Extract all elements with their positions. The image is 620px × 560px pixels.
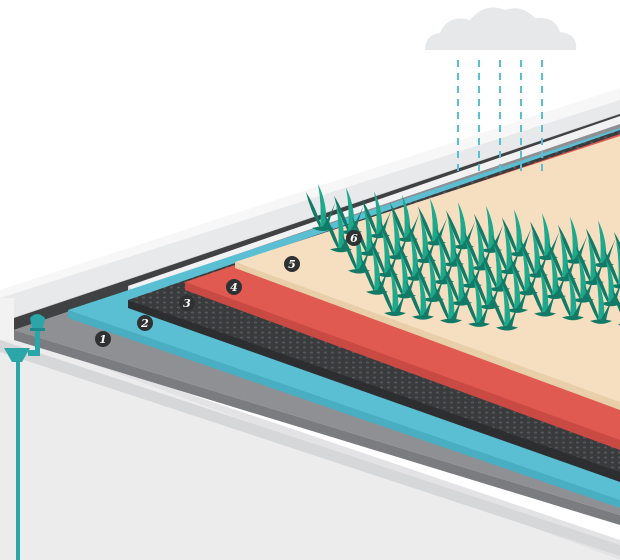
grass-icon: [388, 251, 420, 299]
rain-icon: [457, 60, 543, 171]
badge-number: 5: [288, 258, 296, 271]
filter-layer-edge: [185, 282, 620, 450]
grass-icon: [490, 283, 522, 331]
substrate-layer: [235, 136, 620, 408]
drain-pipe-icon: [4, 314, 45, 560]
grass-icon: [416, 255, 448, 302]
grass-icon: [406, 272, 438, 320]
grass-icon: [462, 279, 494, 327]
vegetation-layer: [306, 184, 620, 331]
cloud-icon: [425, 7, 577, 51]
grass-icon: [556, 273, 588, 321]
badge-number: 3: [183, 297, 191, 310]
grass-icon: [520, 230, 552, 278]
badge-5: 5: [284, 256, 300, 272]
grass-icon: [594, 259, 620, 307]
badge-number: 4: [230, 281, 238, 294]
badge-4: 4: [226, 279, 242, 295]
grass-icon: [500, 265, 532, 313]
parapet-side-face: [0, 298, 14, 340]
substrate-layer-edge: [235, 262, 620, 410]
badge-2: 2: [137, 315, 153, 331]
grass-icon: [528, 269, 560, 317]
parapet-coping-face: [0, 100, 620, 318]
badge-number: 2: [140, 317, 149, 330]
roof-deck-band: [0, 340, 620, 556]
parapet-coping-top: [0, 88, 620, 298]
grass-icon: [614, 232, 620, 252]
waterproofing-layer-edge: [14, 330, 620, 525]
badge-number: 1: [99, 333, 107, 346]
grass-icon: [306, 184, 338, 231]
protection-layer-edge: [68, 310, 620, 508]
grass-icon: [378, 268, 410, 316]
grass-icon: [584, 276, 616, 324]
grass-icon: [434, 276, 466, 324]
layer-number-badges: 1 2 3 4 5 6: [95, 230, 362, 347]
grass-icon: [444, 258, 476, 306]
grass-icon: [472, 262, 504, 310]
badge-number: 6: [350, 232, 358, 245]
badge-3: 3: [179, 295, 195, 311]
drainage-layer-edge: [128, 300, 620, 482]
badge-6: 6: [346, 230, 362, 246]
badge-1: 1: [95, 331, 111, 347]
